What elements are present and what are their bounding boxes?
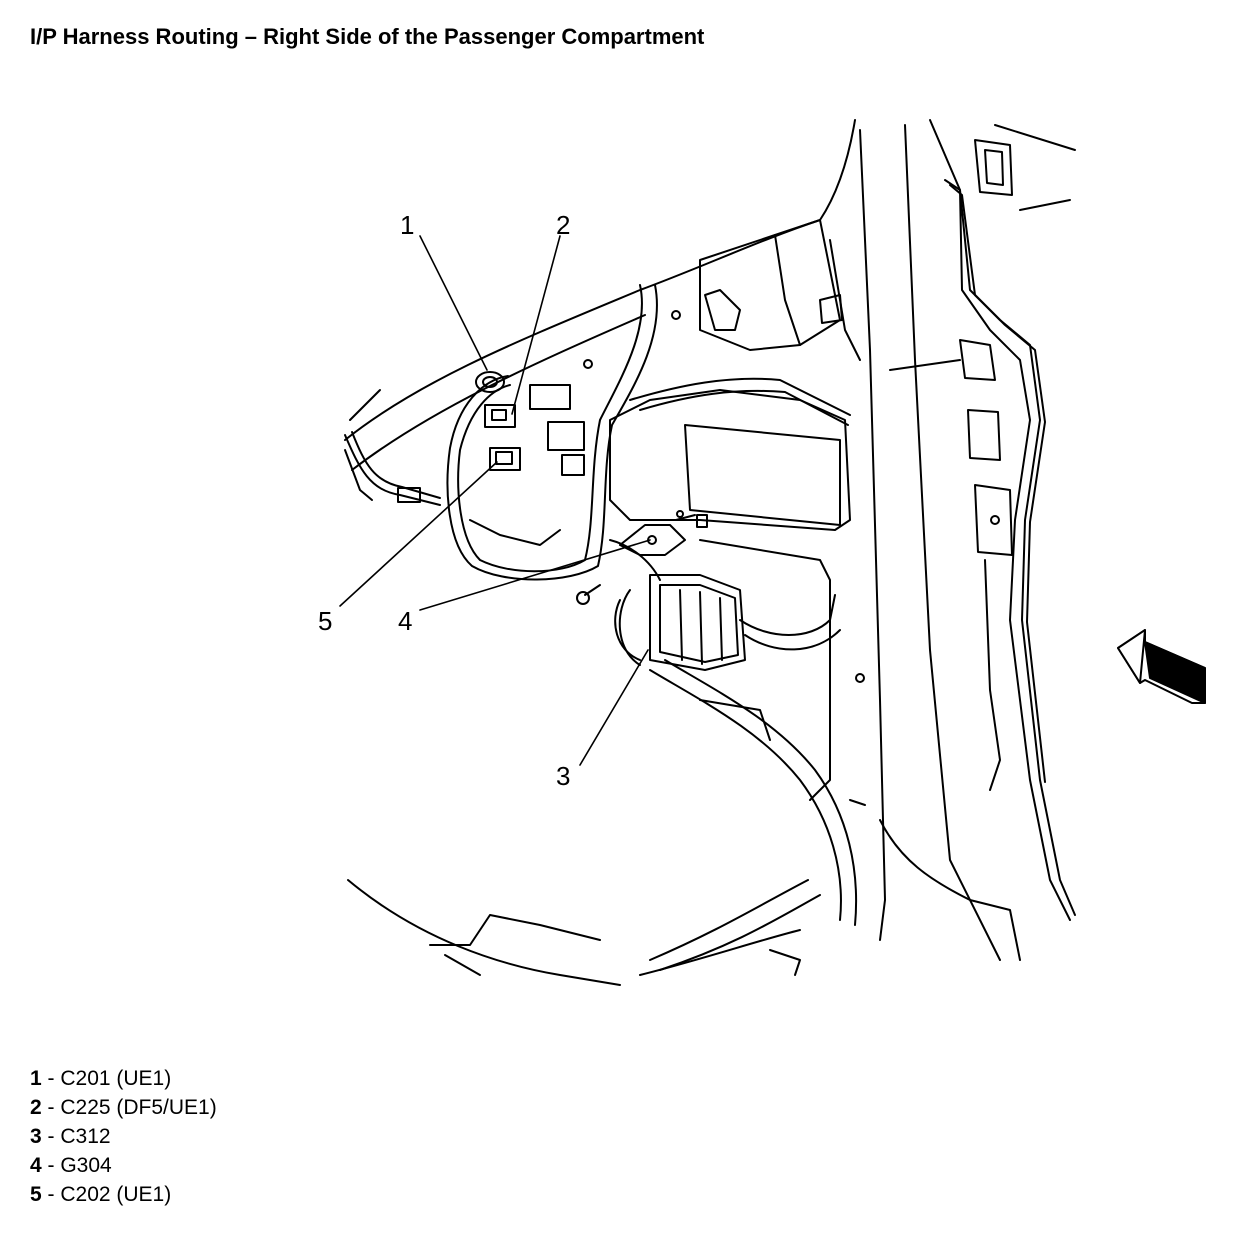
legend-item: 5 - C202 (UE1) [30, 1180, 217, 1209]
callout-4: 4 [398, 606, 412, 636]
legend-text: - C202 (UE1) [41, 1183, 172, 1206]
legend-item: 3 - C312 [30, 1122, 217, 1151]
legend-number: 2 [30, 1096, 42, 1119]
legend-number: 5 [30, 1183, 42, 1206]
callout-5: 5 [318, 606, 332, 636]
callout-2: 2 [556, 210, 570, 240]
legend-item: 2 - C225 (DF5/UE1) [30, 1093, 217, 1122]
legend-item: 1 - C201 (UE1) [30, 1064, 217, 1093]
dash-panel-outline [344, 119, 861, 986]
front-direction-arrow-icon [1117, 629, 1206, 704]
legend-text: - G304 [41, 1154, 112, 1177]
wire-harness [446, 284, 858, 976]
c312-connector [618, 574, 746, 671]
legend-number: 4 [30, 1154, 42, 1177]
antenna-cable [344, 431, 441, 506]
body-pillar [859, 119, 1076, 961]
legend-text: - C201 (UE1) [41, 1067, 172, 1090]
legend-text: - C312 [41, 1125, 111, 1148]
g304-ground-bolt [576, 514, 696, 605]
legend-number: 3 [30, 1125, 42, 1148]
legend-item: 4 - G304 [30, 1151, 217, 1180]
connector-cluster [469, 359, 593, 546]
callout-3: 3 [556, 761, 570, 791]
legend-number: 1 [30, 1067, 42, 1090]
callout-1: 1 [400, 210, 414, 240]
legend-text: - C225 (DF5/UE1) [41, 1096, 217, 1119]
callout-labels: 1 2 3 4 5 [318, 210, 570, 791]
module-panel [609, 389, 866, 806]
upper-bracket [671, 219, 843, 351]
page-title: I/P Harness Routing – Right Side of the … [30, 24, 705, 49]
legend: 1 - C201 (UE1) 2 - C225 (DF5/UE1) 3 - C3… [30, 1064, 217, 1209]
callout-leaders [339, 235, 651, 766]
